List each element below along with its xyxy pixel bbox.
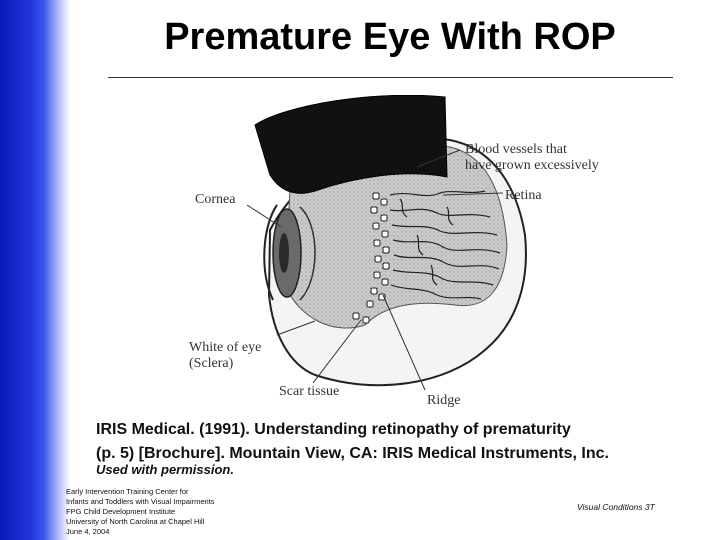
cornea-shape bbox=[263, 204, 278, 301]
ridge-nodules bbox=[352, 192, 390, 324]
slide-reference: Visual Conditions 3T bbox=[577, 502, 655, 512]
footer-organization: Early Intervention Training Center for I… bbox=[66, 487, 215, 537]
label-ridge: Ridge bbox=[427, 393, 460, 408]
slide-title: Premature Eye With ROP bbox=[164, 16, 616, 58]
label-blood-vessels-1: Blood vessels that bbox=[465, 142, 567, 157]
footer-org-line: FPG Child Development Institute bbox=[66, 507, 176, 516]
lens-outline bbox=[299, 206, 316, 301]
pointer-lines bbox=[246, 149, 504, 391]
citation-line-1: IRIS Medical. (1991). Understanding reti… bbox=[96, 421, 571, 438]
citation-line-2: (p. 5) [Brochure]. Mountain View, CA: IR… bbox=[96, 445, 609, 462]
blue-side-bar bbox=[0, 0, 70, 540]
permission-note: Used with permission. bbox=[96, 462, 234, 477]
label-blood-vessels-2: have grown excessively bbox=[465, 158, 599, 173]
label-white-of-eye-2: (Sclera) bbox=[189, 356, 234, 371]
title-divider bbox=[108, 77, 673, 78]
pupil bbox=[279, 233, 289, 273]
label-cornea: Cornea bbox=[195, 192, 236, 207]
footer-date: June 4, 2004 bbox=[66, 527, 110, 536]
footer-org-line: University of North Carolina at Chapel H… bbox=[66, 517, 205, 526]
citation-block: IRIS Medical. (1991). Understanding reti… bbox=[96, 418, 696, 466]
footer-org-line: Early Intervention Training Center for bbox=[66, 487, 189, 496]
footer-org-line: Infants and Toddlers with Visual Impairm… bbox=[66, 497, 215, 506]
rop-eye-diagram: Blood vessels that have grown excessivel… bbox=[189, 95, 599, 408]
label-scar-tissue: Scar tissue bbox=[279, 384, 339, 399]
label-retina: Retina bbox=[505, 188, 542, 203]
eyelid-shape bbox=[254, 95, 448, 194]
label-white-of-eye-1: White of eye bbox=[189, 340, 261, 355]
blood-vessels bbox=[389, 190, 501, 300]
